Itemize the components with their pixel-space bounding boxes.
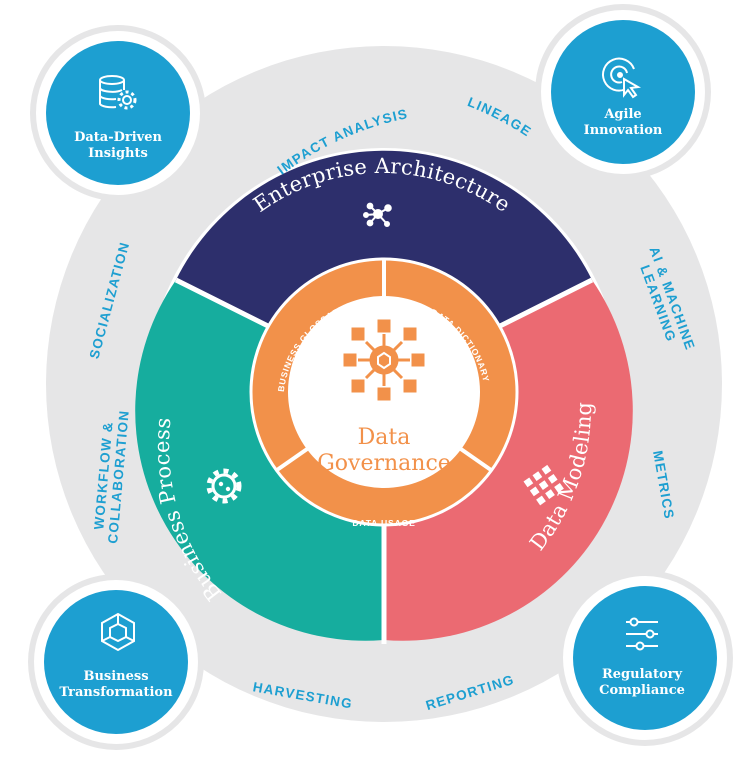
- bubble-data-driven-insights[interactable]: Data-Driven Insights: [30, 25, 206, 201]
- inner-divider-left: [275, 445, 312, 472]
- data-model-grid-icon: [523, 464, 564, 506]
- bubble-label-agile-line2: Innovation: [584, 123, 663, 138]
- network-nodes-icon: [363, 202, 392, 227]
- bubble-label-regulatory-line2: Compliance: [599, 683, 685, 698]
- bubble-label-business-line1: Business: [83, 669, 148, 684]
- bubble-label-regulatory-line1: Regulatory: [602, 667, 683, 682]
- inner-divider-right: [456, 445, 493, 472]
- database-gear-icon: [99, 75, 137, 110]
- bubble-label-data-driven-line2: Insights: [88, 146, 148, 161]
- bubble-label-agile-line1: Agile: [603, 107, 641, 122]
- center-title-line2: Governance: [317, 451, 451, 476]
- bubble-business-transformation[interactable]: Business Transformation: [28, 574, 204, 750]
- bubble-agile-innovation[interactable]: Agile Innovation: [535, 4, 711, 180]
- center-title-line1: Data: [358, 425, 411, 450]
- bubble-regulatory-compliance[interactable]: Regulatory Compliance: [557, 570, 733, 746]
- process-gear-icon: [206, 468, 242, 504]
- sliders-icon: [626, 617, 658, 651]
- cube-icon: [101, 612, 135, 652]
- inner-label-data-usage: DATA USAGE: [352, 518, 415, 528]
- governance-network-icon: [343, 319, 425, 401]
- target-cursor-icon: [602, 57, 642, 99]
- bubble-label-business-line2: Transformation: [59, 685, 173, 700]
- bubble-label-data-driven-line1: Data-Driven: [74, 130, 162, 145]
